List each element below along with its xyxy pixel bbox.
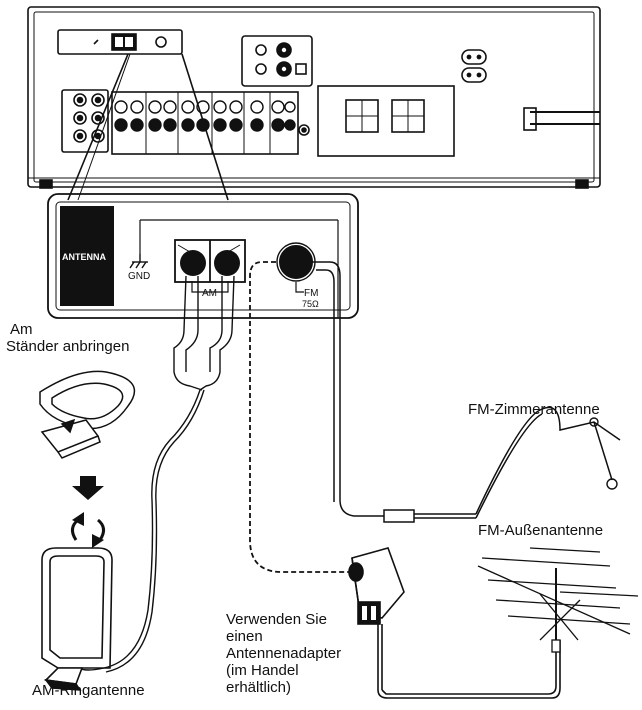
- adapter-note-line1: Verwenden Sie: [226, 611, 327, 628]
- rca-jacks: [114, 100, 296, 132]
- am-terminal-left: [180, 250, 206, 276]
- am-loop-cable: [77, 275, 235, 673]
- receiver-rear-panel: [27, 6, 601, 189]
- antenna-panel-label: ANTENNA: [62, 252, 106, 262]
- fm-indoor-antenna-label: FM-Zimmerantenne: [468, 401, 600, 418]
- antenna-terminal-box: [47, 193, 359, 319]
- fm-terminal-label: FM: [304, 288, 319, 299]
- stand-instruction-line1: Am: [10, 321, 33, 338]
- adapter-note-line4: (im Handel: [226, 662, 299, 679]
- am-terminal-label: AM: [202, 288, 217, 299]
- am-loop-antenna-stand-icon: [39, 370, 136, 459]
- fm-indoor-cable: [312, 261, 621, 523]
- adapter-note-line5: erhältlich): [226, 679, 292, 696]
- adapter-note-line3: Antennenadapter: [226, 645, 342, 662]
- fm-impedance-label: 75Ω: [302, 299, 319, 309]
- zoom-callout-lines: [67, 53, 229, 201]
- am-terminal-right: [214, 250, 240, 276]
- stand-instruction-line2: Ständer anbringen: [6, 338, 130, 355]
- antenna-adapter: [348, 547, 561, 699]
- rotate-arrows-icon: [71, 518, 105, 541]
- fm-outdoor-antenna-icon: [477, 547, 639, 653]
- ground-symbol: [129, 254, 148, 269]
- fm-outdoor-antenna-label: FM-Außenantenne: [478, 522, 604, 539]
- fm-outdoor-dashed-cable: [249, 261, 354, 573]
- am-loop-antenna-icon: [41, 547, 113, 691]
- am-loop-antenna-label: AM-Ringantenne: [32, 682, 145, 699]
- adapter-note-line2: einen: [226, 628, 263, 645]
- fm-75ohm-terminal: [279, 245, 313, 279]
- gnd-label: GND: [128, 271, 151, 282]
- down-arrow-icon: [72, 476, 104, 500]
